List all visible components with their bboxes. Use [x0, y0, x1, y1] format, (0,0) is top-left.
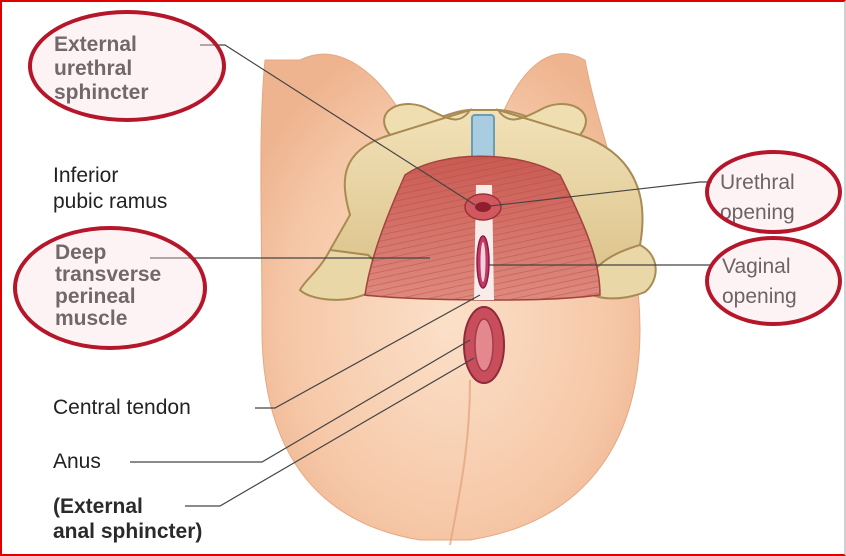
image-frame — [0, 0, 846, 556]
